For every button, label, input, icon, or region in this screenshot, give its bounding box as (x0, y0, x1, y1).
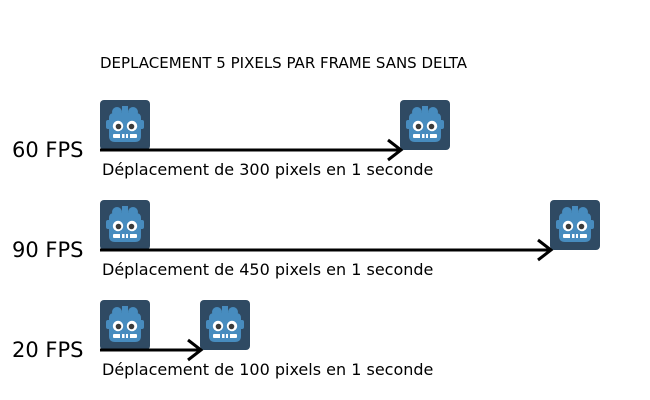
godot-logo-icon (100, 100, 150, 150)
diagram-title: DEPLACEMENT 5 PIXELS PAR FRAME SANS DELT… (100, 54, 468, 72)
godot-logo-icon (100, 200, 150, 250)
caption-20fps: Déplacement de 100 pixels en 1 seconde (102, 360, 434, 379)
godot-logo-icon (550, 200, 600, 250)
godot-logo-icon (100, 300, 150, 350)
caption-60fps: Déplacement de 300 pixels en 1 seconde (102, 160, 434, 179)
godot-logo-icon (200, 300, 250, 350)
fps-label-90: 90 FPS (12, 238, 84, 262)
fps-label-60: 60 FPS (12, 138, 84, 162)
fps-label-20: 20 FPS (12, 338, 84, 362)
godot-logo-icon (400, 100, 450, 150)
caption-90fps: Déplacement de 450 pixels en 1 seconde (102, 260, 434, 279)
